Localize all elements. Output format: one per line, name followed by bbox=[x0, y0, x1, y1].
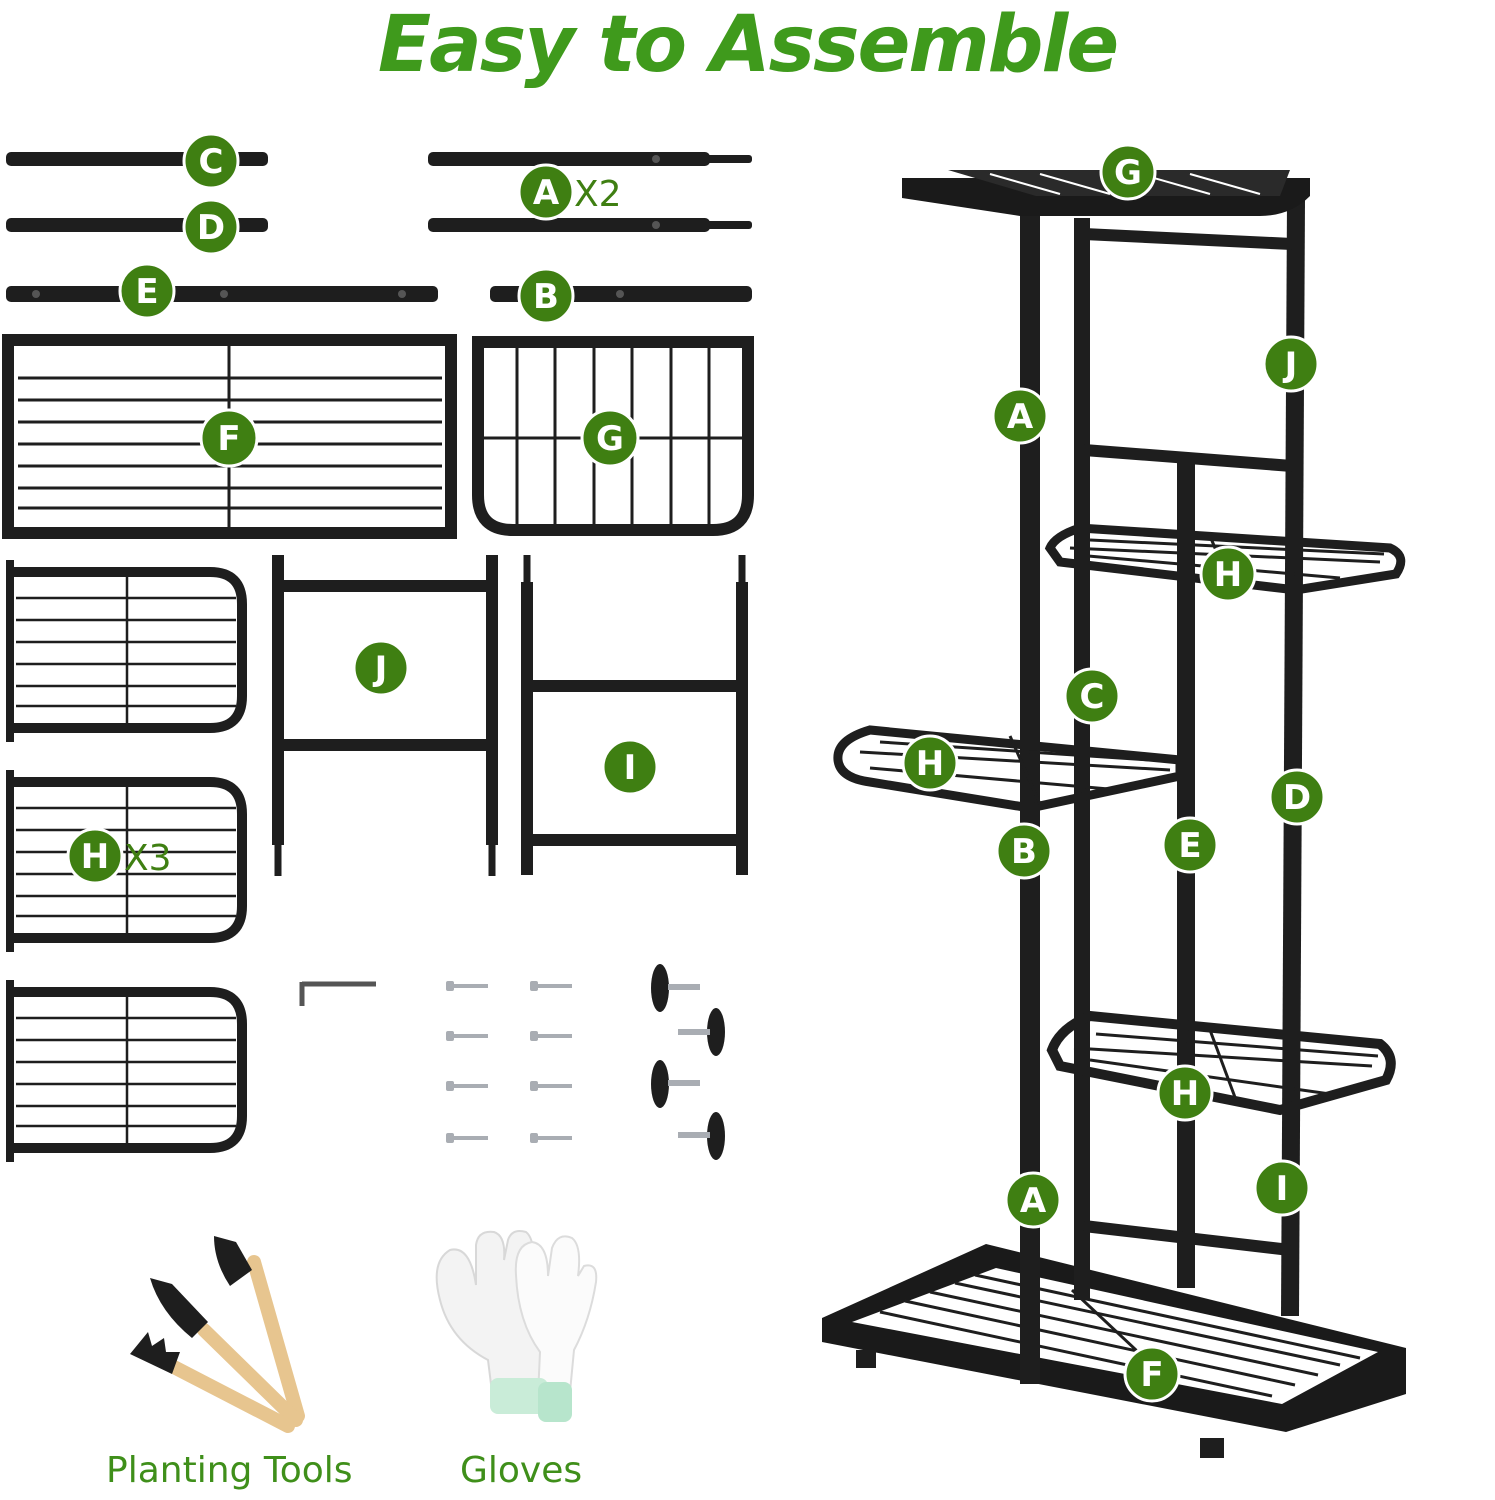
qty-h-label: X3 bbox=[124, 838, 172, 879]
svg-text:I: I bbox=[624, 748, 637, 788]
svg-text:H: H bbox=[1171, 1074, 1199, 1114]
shelf-h-3 bbox=[6, 980, 247, 1162]
svg-text:B: B bbox=[533, 277, 559, 317]
badge-a-stand-upper: A bbox=[991, 387, 1049, 445]
badge-a-stand-lower: A bbox=[1004, 1171, 1062, 1229]
svg-text:J: J bbox=[1283, 345, 1298, 385]
svg-text:F: F bbox=[1140, 1355, 1163, 1395]
planting-tools-image bbox=[130, 1236, 305, 1433]
svg-text:H: H bbox=[81, 837, 109, 877]
frame-j bbox=[272, 555, 498, 876]
badge-c-part: C bbox=[182, 132, 240, 190]
shelf-h-1 bbox=[6, 560, 247, 742]
badge-g-part: G bbox=[580, 408, 640, 468]
badge-d-stand: D bbox=[1268, 768, 1326, 826]
screws bbox=[446, 981, 572, 1143]
svg-text:D: D bbox=[197, 208, 225, 248]
stand-middle-h-shelf bbox=[833, 725, 1185, 813]
badge-f-stand: F bbox=[1123, 1345, 1181, 1403]
svg-text:A: A bbox=[1007, 397, 1034, 437]
svg-text:C: C bbox=[1080, 677, 1105, 717]
badge-j-stand: J bbox=[1262, 335, 1320, 393]
svg-text:G: G bbox=[596, 419, 624, 459]
badge-j-part: J bbox=[352, 639, 410, 697]
gloves-image bbox=[435, 1230, 598, 1422]
badge-a-part: A bbox=[517, 163, 575, 221]
badge-b-stand: B bbox=[995, 822, 1053, 880]
allen-key bbox=[299, 981, 376, 1006]
badge-b-part: B bbox=[517, 267, 575, 325]
badge-h-part: H bbox=[66, 827, 124, 885]
badge-i-part: I bbox=[601, 738, 659, 796]
leveling-feet bbox=[651, 964, 725, 1160]
shelf-h-2 bbox=[6, 770, 247, 952]
qty-a-label: X2 bbox=[574, 174, 622, 215]
badge-f-part: F bbox=[199, 408, 259, 468]
tube-a-1 bbox=[428, 152, 752, 166]
headline: Easy to Assemble bbox=[377, 0, 1119, 90]
svg-text:H: H bbox=[916, 744, 944, 784]
svg-text:I: I bbox=[1276, 1169, 1289, 1209]
badge-h-stand-upper: H bbox=[1199, 545, 1257, 603]
badge-i-stand: I bbox=[1253, 1159, 1311, 1217]
frame-i bbox=[521, 555, 748, 875]
badge-c-stand: C bbox=[1063, 667, 1121, 725]
stand-base-shelf bbox=[822, 1244, 1406, 1458]
svg-text:D: D bbox=[1283, 778, 1311, 818]
badge-e-part: E bbox=[118, 262, 176, 320]
tube-a-2 bbox=[428, 218, 752, 232]
badge-h-stand-middle: H bbox=[901, 734, 959, 792]
tube-e bbox=[6, 286, 438, 302]
shelf-g bbox=[472, 336, 754, 536]
badge-e-stand: E bbox=[1161, 816, 1219, 874]
badge-h-stand-lower: H bbox=[1156, 1064, 1214, 1122]
stand-lower-h-shelf bbox=[1046, 1010, 1396, 1116]
svg-text:G: G bbox=[1114, 153, 1142, 193]
badge-g-stand: G bbox=[1099, 143, 1157, 201]
shelf-f bbox=[2, 334, 457, 539]
svg-text:A: A bbox=[1020, 1181, 1047, 1221]
svg-text:H: H bbox=[1214, 555, 1242, 595]
badge-d-part: D bbox=[182, 198, 240, 256]
planting-tools-caption: Planting Tools bbox=[106, 1450, 353, 1491]
svg-text:J: J bbox=[373, 649, 388, 689]
svg-text:A: A bbox=[533, 173, 560, 213]
svg-text:E: E bbox=[1178, 826, 1201, 866]
svg-text:C: C bbox=[199, 142, 224, 182]
svg-text:E: E bbox=[135, 272, 158, 312]
svg-text:B: B bbox=[1011, 832, 1037, 872]
gloves-caption: Gloves bbox=[460, 1450, 583, 1491]
svg-text:F: F bbox=[217, 419, 240, 459]
